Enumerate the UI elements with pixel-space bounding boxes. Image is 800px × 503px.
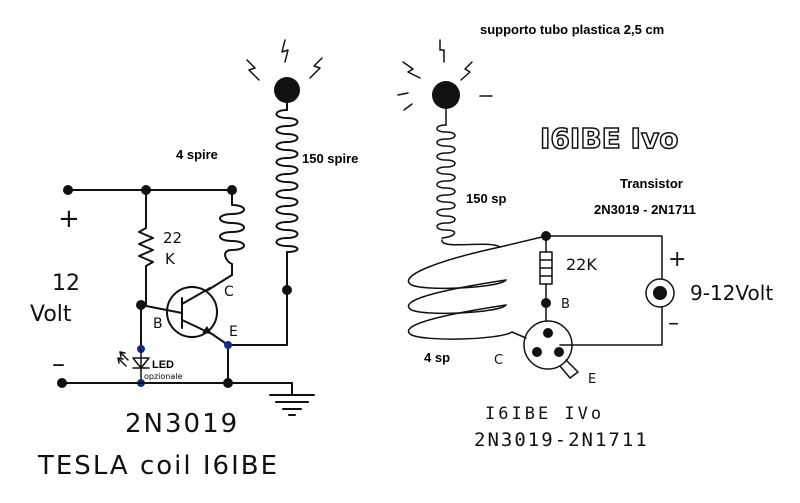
led-icon	[117, 348, 150, 384]
spark-icon	[281, 39, 289, 63]
spark-icon	[460, 61, 473, 81]
wire-bottom	[559, 306, 663, 346]
label-transistor-title: Transistor	[620, 176, 683, 191]
label-minus: –	[52, 349, 65, 379]
caption-left: TESLA coil I6IBE	[37, 451, 279, 481]
emitter-arrow-icon	[202, 326, 212, 334]
label-pin-c: C	[224, 284, 234, 300]
label-supply: 9-12Volt	[690, 281, 773, 305]
spark-icon	[246, 59, 260, 81]
label-voltage-line2: Volt	[30, 302, 72, 327]
transistor-pinout	[523, 320, 579, 379]
label-minus: –	[668, 311, 679, 336]
wire	[207, 274, 233, 291]
label-resistor-line1: 22	[163, 229, 182, 247]
junction-dot	[223, 378, 233, 388]
spark-icon	[309, 57, 323, 79]
wire	[227, 289, 288, 346]
label-4-spire: 4 spire	[176, 147, 218, 162]
label-transistor: 2N3019	[125, 409, 239, 439]
resistor-22k	[138, 189, 154, 306]
label-resistor: 22K	[566, 255, 597, 274]
label-4-sp: 4 sp	[424, 350, 450, 365]
spark-icon	[403, 103, 413, 111]
primary-coil	[407, 246, 527, 340]
label-pin-e: E	[588, 372, 596, 387]
label-led-optional: opzionale	[144, 372, 182, 381]
label-plus: +	[58, 204, 80, 234]
junction-dot-blue	[224, 341, 232, 349]
label-led: LED	[152, 359, 174, 371]
label-pin-b: B	[153, 316, 163, 332]
label-voltage-line1: 12	[52, 271, 80, 296]
wire-top	[499, 235, 663, 279]
label-pin-e: E	[229, 324, 238, 340]
caption-right-line2: 2N3019-2N1711	[474, 429, 649, 451]
resistor-22k	[539, 235, 553, 303]
terminal-plus	[63, 185, 73, 195]
right-pictorial: supporto tubo plastica 2,5 cm I6IBE Ivo …	[397, 22, 773, 451]
label-transistor-models: 2N3019 - 2N1711	[594, 202, 696, 217]
top-load-sphere	[274, 77, 300, 103]
spark-icon	[439, 39, 445, 63]
label-150-spire: 150 spire	[302, 151, 358, 166]
transistor-symbol	[166, 286, 218, 338]
label-resistor-line2: K	[165, 250, 176, 268]
label-150-sp: 150 sp	[466, 191, 507, 206]
wire	[211, 333, 229, 384]
battery-icon	[645, 278, 675, 308]
secondary-coil	[275, 102, 299, 291]
left-schematic: 4 spire 150 spire + 12 Volt – 22 K C B E…	[30, 39, 358, 481]
brand-title: I6IBE Ivo	[540, 122, 678, 155]
label-pin-b: B	[561, 297, 570, 312]
ground-icon	[269, 382, 315, 416]
terminal-minus	[57, 378, 67, 388]
caption-right-line1: I6IBE IVo	[485, 404, 604, 424]
spark-icon	[397, 92, 409, 96]
label-support-tube: supporto tubo plastica 2,5 cm	[480, 22, 664, 37]
primary-coil	[219, 189, 245, 276]
top-load-sphere	[432, 81, 460, 109]
label-plus: +	[668, 247, 686, 272]
spark-icon	[402, 61, 421, 79]
secondary-coil	[436, 108, 501, 248]
label-pin-c: C	[494, 353, 503, 368]
